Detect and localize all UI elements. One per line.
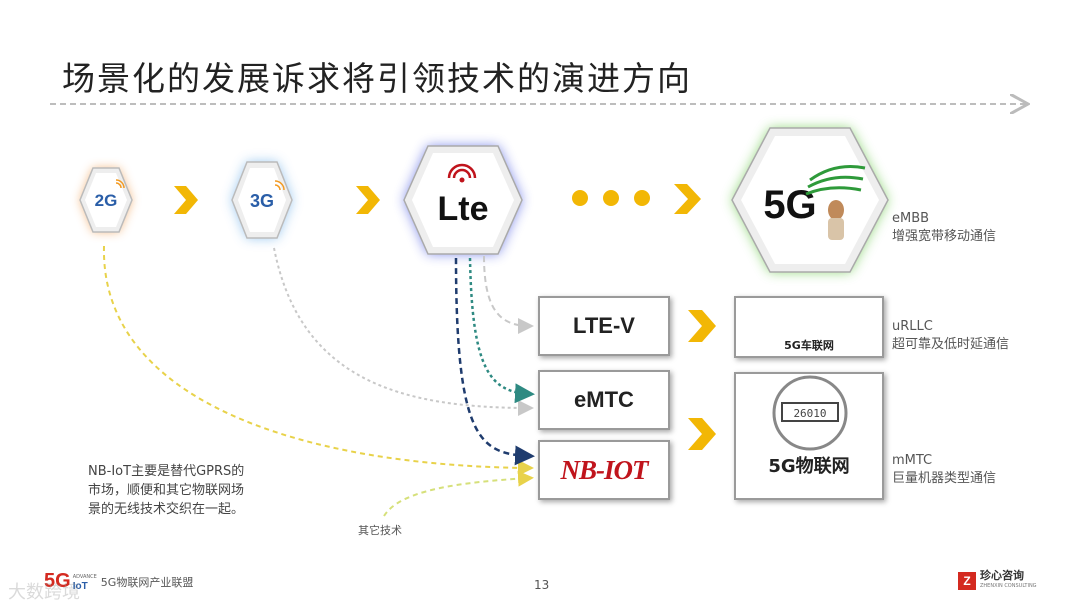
footer-brand-logo: Z 珍心咨询 ZHENXIN CONSULTING (958, 570, 1037, 592)
meter-icon (772, 375, 848, 451)
signal-icon (115, 179, 125, 189)
signal-icon (447, 163, 477, 179)
label-urllc: uRLLC 超可靠及低时延通信 (892, 318, 1009, 354)
iot-network-label: 5G物联网 (768, 456, 850, 477)
ellipsis-dot (572, 190, 588, 206)
figure-icon (828, 200, 844, 240)
connector-2g-nbiot (102, 245, 534, 476)
connector-other-nbiot (383, 470, 534, 517)
chevron-arrow (356, 186, 380, 214)
label-lte: Lte (438, 190, 489, 228)
logo-iot: IoT (72, 580, 88, 592)
label-mmtc: mMTC 巨量机器类型通信 (892, 452, 996, 488)
embb-en: eMBB (892, 211, 930, 226)
hexagon-lte (403, 145, 523, 255)
mmtc-en: mMTC (892, 453, 933, 468)
meter-digits: 26010 (793, 407, 826, 420)
urllc-cn: 超可靠及低时延通信 (892, 337, 1010, 352)
box-nb-iot: NB-IOT (538, 440, 670, 500)
label-embb: eMBB 增强宽带移动通信 (892, 210, 996, 246)
note-line: 景的无线技术交织在一起。 (88, 502, 245, 517)
car-network-label: 5G车联网 (784, 339, 834, 352)
ellipsis-dot (634, 190, 650, 206)
box-5g-iot: 5G物联网 (734, 372, 884, 500)
box-lte-v: LTE-V (538, 296, 670, 356)
label-5g: 5G (763, 183, 816, 227)
page-title: 场景化的发展诉求将引领技术的演进方向 (62, 59, 692, 98)
note-line: NB-IoT主要是替代GPRS的 (88, 464, 245, 479)
brand-name: 珍心咨询 (980, 569, 1024, 582)
watermark: 大数跨境 (8, 582, 80, 603)
label-3g: 3G (250, 191, 274, 211)
ellipsis-dot (603, 190, 619, 206)
nb-iot-logo: NB-IOT (560, 454, 649, 485)
box-emtc-label: eMTC (574, 387, 634, 412)
box-5g-car: 5G车联网 (734, 296, 884, 358)
connector-lte-emtc (468, 257, 535, 404)
chevron-arrow (688, 310, 716, 342)
box-emtc: eMTC (538, 370, 670, 430)
page-number: 13 (534, 578, 550, 592)
chevron-arrow (674, 184, 701, 214)
hexagon-3g (231, 161, 293, 239)
mmtc-cn: 巨量机器类型通信 (892, 471, 997, 486)
connector-3g-emtc (273, 247, 534, 416)
signal-icon (274, 180, 285, 191)
chevron-arrow (174, 186, 198, 214)
wave-icon (805, 165, 866, 196)
brand-mark: Z (958, 572, 976, 590)
note-line: 市场，顺便和其它物联网场 (88, 483, 245, 498)
embb-cn: 增强宽带移动通信 (892, 229, 997, 244)
label-2g: 2G (95, 191, 118, 210)
footer-alliance-logo: 5G ADVANCE IoT 5G物联网产业联盟 (44, 570, 193, 593)
urllc-en: uRLLC (892, 319, 933, 334)
nb-iot-note: NB-IoT主要是替代GPRS的 市场，顺便和其它物联网场 景的无线技术交织在一… (88, 462, 244, 519)
chevron-arrow (688, 418, 716, 450)
logo-small-text: ADVANCE (72, 573, 97, 580)
footer-org: 5G物联网产业联盟 (100, 575, 194, 589)
box-lte-v-label: LTE-V (573, 313, 635, 338)
logo-5g: 5G (44, 570, 71, 592)
connector-lte-nbiot (454, 257, 535, 466)
other-tech-label: 其它技术 (358, 524, 402, 537)
brand-name-en: ZHENXIN CONSULTING (980, 583, 1037, 589)
connector-lte-ltev (483, 255, 534, 334)
